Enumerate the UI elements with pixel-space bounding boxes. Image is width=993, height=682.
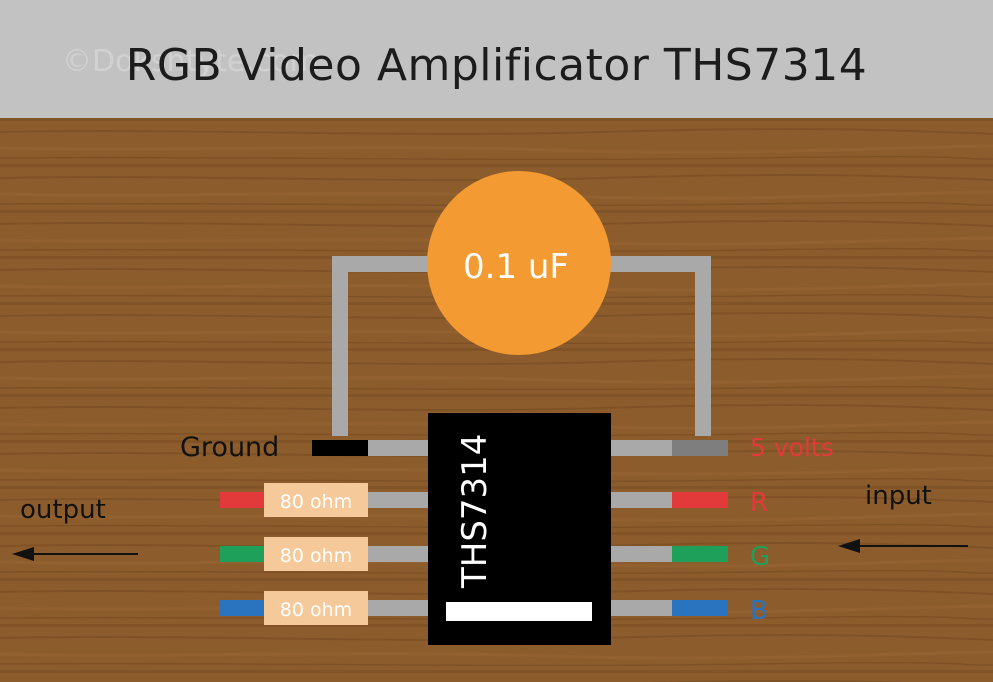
watermark: ©Dokshtyte.com bbox=[62, 44, 319, 79]
cap-wire-left bbox=[332, 256, 440, 436]
resistor-r bbox=[264, 483, 368, 517]
input-lead-b bbox=[672, 600, 728, 616]
power-label: 5 volts bbox=[750, 433, 834, 462]
input-label: input bbox=[865, 481, 932, 511]
resistor-b bbox=[264, 591, 368, 625]
channel-label-b: B bbox=[750, 596, 768, 626]
output-arrowhead bbox=[12, 547, 34, 561]
channel-label-r: R bbox=[750, 488, 768, 518]
resistor-g bbox=[264, 537, 368, 571]
input-arrowhead bbox=[838, 539, 860, 553]
pin-out-r bbox=[368, 492, 430, 508]
channel-label-g: G bbox=[750, 542, 770, 572]
resistor-label-g: 80 ohm bbox=[280, 545, 352, 567]
page-title: RGB Video Amplificator THS7314 bbox=[125, 40, 868, 91]
resistor-label-r: 80 ohm bbox=[280, 491, 352, 513]
input-lead-g bbox=[672, 546, 728, 562]
resistor-label-b: 80 ohm bbox=[280, 599, 352, 621]
pin-ground bbox=[368, 440, 430, 456]
title-bar: ©Dokshtyte.com RGB Video Amplificator TH… bbox=[0, 0, 993, 118]
output-lead-r bbox=[220, 492, 264, 508]
cap-wire-right bbox=[600, 256, 711, 436]
power-lead bbox=[672, 440, 728, 456]
output-label: output bbox=[20, 495, 106, 525]
pin-power bbox=[610, 440, 672, 456]
ground-label: Ground bbox=[180, 432, 279, 463]
pin-in-g bbox=[610, 546, 672, 562]
pin-out-b bbox=[368, 600, 430, 616]
capacitor-label: 0.1 uF bbox=[463, 247, 569, 287]
output-lead-g bbox=[220, 546, 264, 562]
chip-marking bbox=[446, 602, 592, 621]
output-lead-b bbox=[220, 600, 264, 616]
capacitor bbox=[427, 171, 611, 355]
input-lead-r bbox=[672, 492, 728, 508]
pin-in-r bbox=[610, 492, 672, 508]
pin-in-b bbox=[610, 600, 672, 616]
pin-out-g bbox=[368, 546, 430, 562]
chip-label: THS7314 bbox=[455, 434, 495, 589]
ground-lead bbox=[312, 440, 368, 456]
